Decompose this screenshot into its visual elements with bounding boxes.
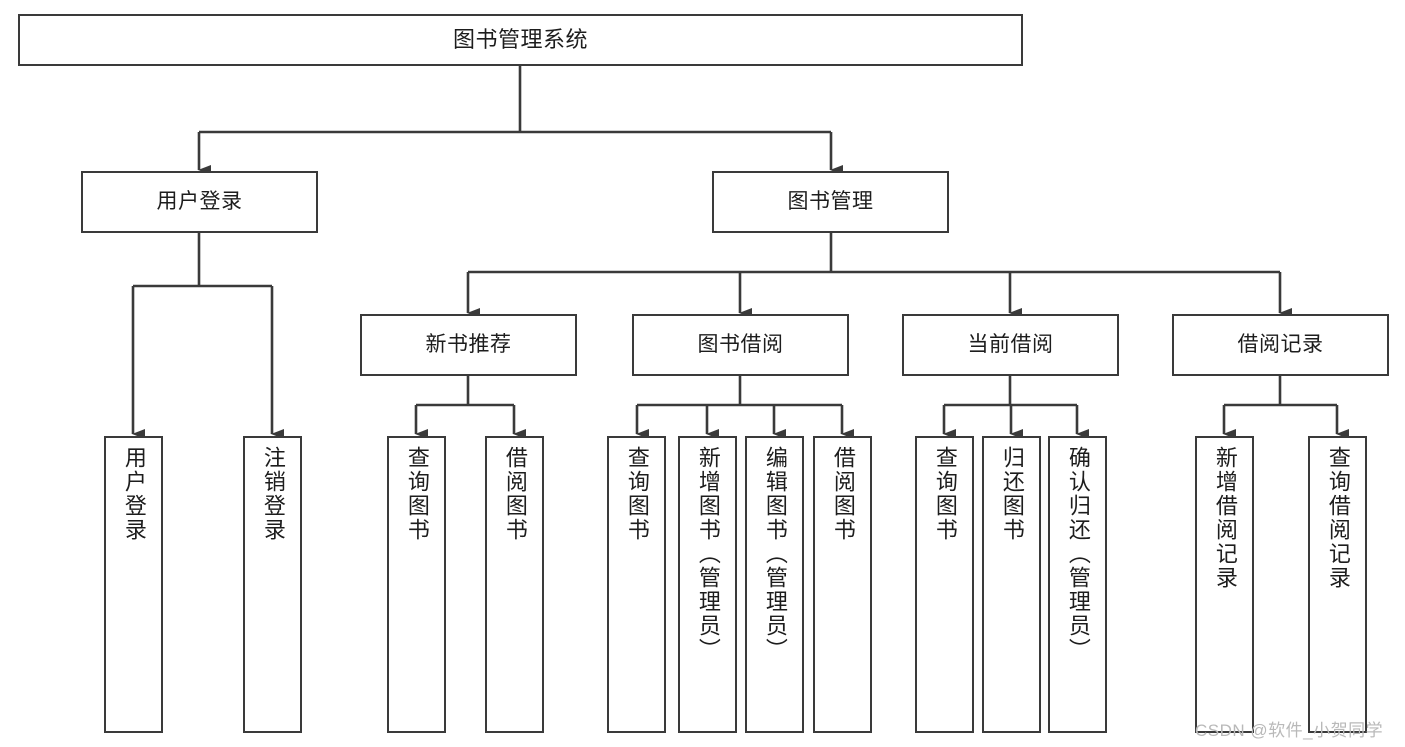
node-current-borrow[interactable]: 当前借阅 <box>902 314 1119 376</box>
node-label: 编辑图书（管理员） <box>762 446 788 662</box>
node-label: 当前借阅 <box>967 332 1054 356</box>
node-root-book-management-system[interactable]: 图书管理系统 <box>18 14 1023 66</box>
node-leaf-edit-book[interactable]: 编辑图书（管理员） <box>745 436 804 733</box>
node-label: 借阅记录 <box>1237 332 1324 356</box>
node-label: 图书管理系统 <box>452 27 588 53</box>
node-user-login[interactable]: 用户登录 <box>81 171 318 233</box>
node-label: 用户登录 <box>156 189 243 213</box>
node-label: 查询借阅记录 <box>1325 446 1351 590</box>
node-label: 借阅图书 <box>830 446 856 542</box>
node-leaf-return-book[interactable]: 归还图书 <box>982 436 1041 733</box>
node-leaf-borrow-book-1[interactable]: 借阅图书 <box>485 436 544 733</box>
node-leaf-confirm-return[interactable]: 确认归还（管理员） <box>1048 436 1107 733</box>
node-label: 新增图书（管理员） <box>695 446 721 662</box>
node-book-borrow[interactable]: 图书借阅 <box>632 314 849 376</box>
node-leaf-add-record[interactable]: 新增借阅记录 <box>1195 436 1254 733</box>
node-leaf-query-book-1[interactable]: 查询图书 <box>387 436 446 733</box>
node-book-manage[interactable]: 图书管理 <box>712 171 949 233</box>
node-label: 注销登录 <box>260 446 286 542</box>
node-leaf-query-book-3[interactable]: 查询图书 <box>915 436 974 733</box>
node-label: 图书借阅 <box>697 332 784 356</box>
node-label: 新增借阅记录 <box>1212 446 1238 590</box>
node-borrow-record[interactable]: 借阅记录 <box>1172 314 1389 376</box>
node-leaf-borrow-book-2[interactable]: 借阅图书 <box>813 436 872 733</box>
node-label: 确认归还（管理员） <box>1065 446 1091 662</box>
node-leaf-user-logout[interactable]: 注销登录 <box>243 436 302 733</box>
node-leaf-query-record[interactable]: 查询借阅记录 <box>1308 436 1367 733</box>
node-label: 归还图书 <box>999 446 1025 542</box>
node-label: 查询图书 <box>624 446 650 542</box>
csdn-watermark: CSDN @软件_小贺同学 <box>1195 721 1384 740</box>
node-label: 查询图书 <box>404 446 430 542</box>
node-leaf-query-book-2[interactable]: 查询图书 <box>607 436 666 733</box>
node-label: 查询图书 <box>932 446 958 542</box>
node-leaf-add-book[interactable]: 新增图书（管理员） <box>678 436 737 733</box>
node-label: 图书管理 <box>787 189 874 213</box>
node-label: 借阅图书 <box>502 446 528 542</box>
node-label: 用户登录 <box>121 446 147 542</box>
node-label: 新书推荐 <box>425 332 512 356</box>
node-leaf-user-login[interactable]: 用户登录 <box>104 436 163 733</box>
node-new-book-recommend[interactable]: 新书推荐 <box>360 314 577 376</box>
